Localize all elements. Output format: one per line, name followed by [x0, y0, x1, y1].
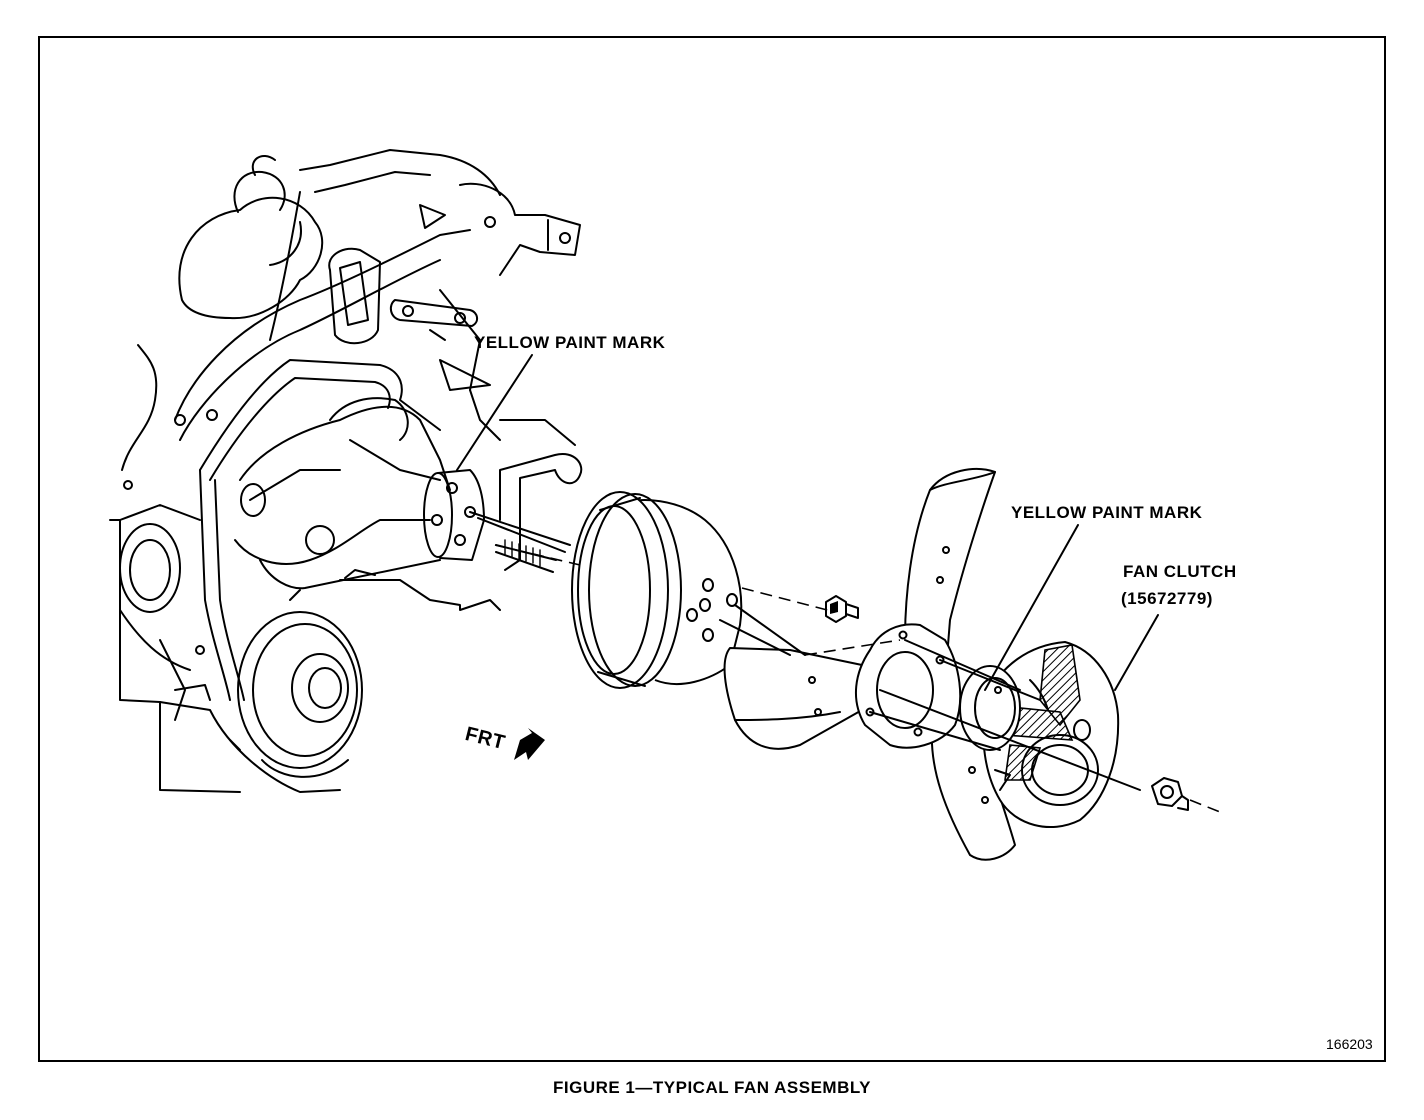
nut — [1151, 777, 1189, 811]
front-arrow-icon — [514, 728, 545, 760]
fan-blade — [723, 468, 1016, 861]
engine-block — [109, 149, 583, 793]
yellow-paint-mark-label-lower: YELLOW PAINT MARK — [1011, 503, 1203, 522]
figure-frame — [38, 36, 1386, 1062]
fan-bolt — [825, 595, 859, 623]
figure-number: 166203 — [1326, 1036, 1373, 1052]
fan-clutch-part-number: (15672779) — [1121, 589, 1213, 608]
pulley — [571, 491, 743, 689]
fan-clutch-label: FAN CLUTCH — [1123, 562, 1237, 581]
leader-lines — [456, 354, 1159, 691]
figure-caption: FIGURE 1—TYPICAL FAN ASSEMBLY — [552, 1078, 872, 1097]
yellow-paint-mark-label-upper: YELLOW PAINT MARK — [474, 333, 666, 352]
